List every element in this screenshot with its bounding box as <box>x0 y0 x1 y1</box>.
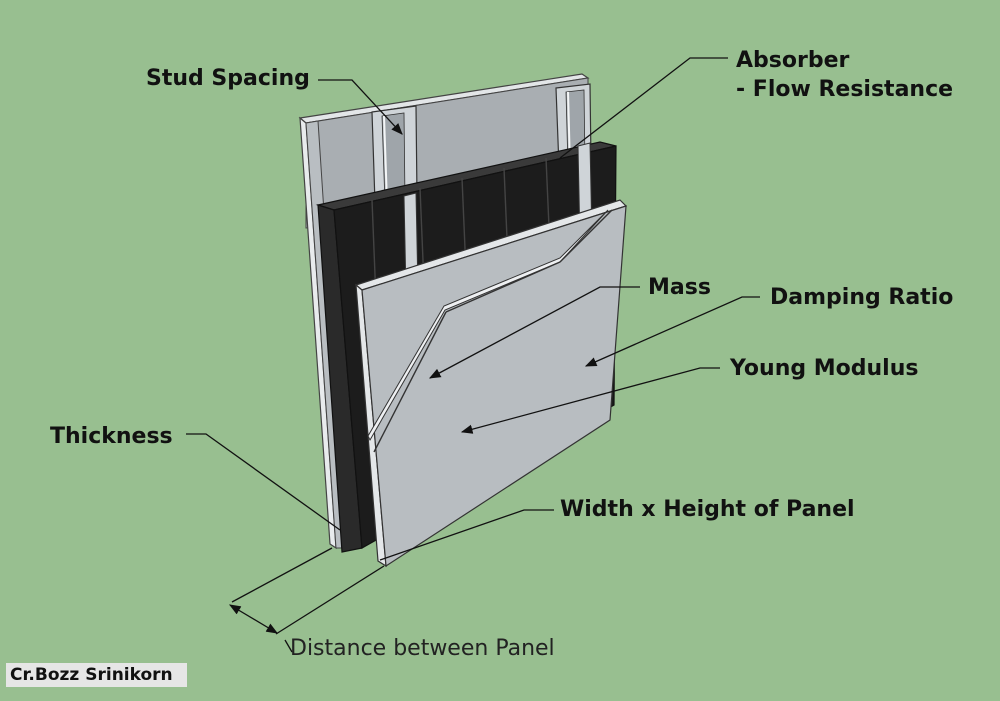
credit-label: Cr.Bozz Srinikorn <box>6 663 187 687</box>
leader-young-modulus <box>460 367 720 434</box>
leader-mass <box>428 286 640 379</box>
label-stud-spacing: Stud Spacing <box>146 66 310 91</box>
label-absorber-line2: - Flow Resistance <box>736 77 954 103</box>
dimension-line-2 <box>275 565 385 635</box>
leader-absorber <box>559 57 728 159</box>
label-thickness: Thickness <box>50 424 173 449</box>
label-distance-between-panel: Distance between Panel <box>290 636 555 661</box>
label-width-height: Width x Height of Panel <box>560 497 855 522</box>
dimension-arrow <box>228 604 279 634</box>
leader-stud-spacing <box>318 79 403 135</box>
label-absorber: Absorber - Flow Resistance <box>736 46 953 104</box>
label-young-modulus: Young Modulus <box>730 356 919 381</box>
label-absorber-line1: Absorber <box>736 48 850 73</box>
leader-lines <box>186 57 760 653</box>
dimension-line-1 <box>231 547 333 603</box>
label-damping-ratio: Damping Ratio <box>770 285 954 310</box>
leader-width-height <box>379 509 554 561</box>
front-panel <box>354 199 628 568</box>
label-mass: Mass <box>648 275 711 300</box>
leader-thickness <box>186 433 341 531</box>
leader-damping-ratio <box>584 296 760 367</box>
